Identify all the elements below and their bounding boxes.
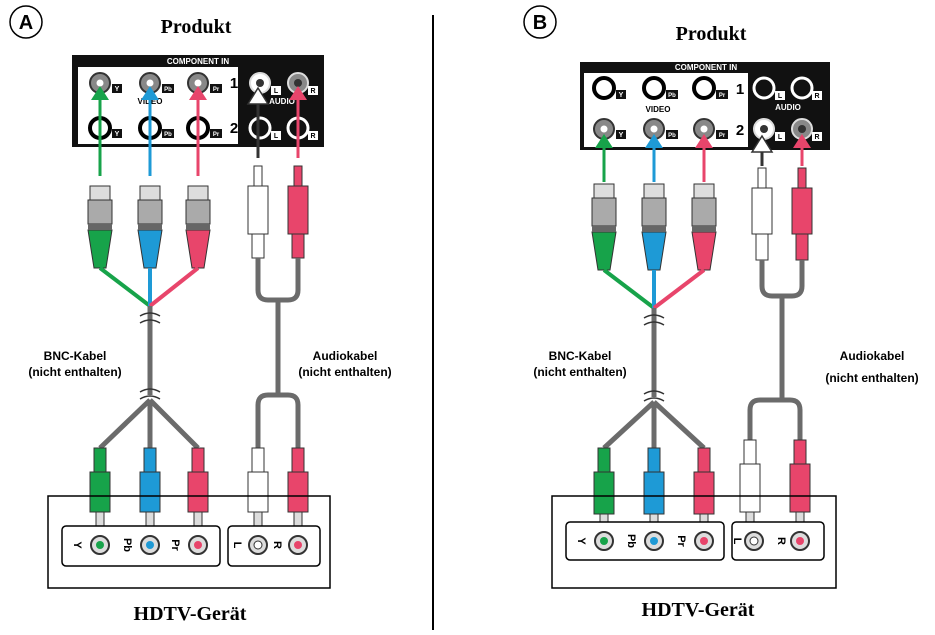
device-port-label: L (731, 538, 743, 545)
product-title: Produkt (676, 23, 747, 45)
bnc-cable-label: BNC-Kabel (44, 349, 107, 363)
bnc-cable-sublabel: (nicht enthalten) (28, 365, 121, 379)
row1-number: 1 (230, 75, 238, 92)
device-port-label: Y (71, 541, 83, 549)
rca-plug-icon (247, 447, 269, 531)
device-port-label: Y (575, 537, 587, 545)
port-tag: Pr (213, 132, 220, 138)
port-tag: Y (115, 86, 120, 93)
bnc-plug-icon (185, 185, 211, 269)
port-tag: R (310, 133, 315, 140)
rca-plug-icon (791, 167, 813, 261)
port-tag: Y (619, 132, 624, 139)
port-tag: L (274, 133, 279, 140)
jack-icon (187, 72, 209, 94)
port-tag: Pr (719, 93, 726, 99)
arrow-up-icon (91, 86, 109, 176)
port-tag: Pr (213, 87, 220, 93)
rca-plug-icon (789, 439, 811, 531)
component-header: COMPONENT IN (675, 63, 737, 72)
jack-icon (752, 76, 776, 100)
rca-plug-icon (187, 447, 209, 531)
row2-number: 2 (736, 122, 744, 139)
component-header: COMPONENT IN (167, 57, 229, 66)
hdtv-device (47, 495, 331, 589)
port-tag: R (814, 134, 819, 141)
port-tag: Pb (164, 132, 172, 138)
arrow-up-icon (793, 134, 811, 166)
device-port-label: R (775, 537, 787, 545)
audio-cable-label: Audiokabel (313, 349, 378, 363)
arrow-up-icon (595, 134, 613, 182)
port-tag: Pb (668, 133, 676, 139)
bnc-plug-icon (691, 183, 717, 271)
rca-plug-icon (593, 447, 615, 533)
device-title: HDTV-Gerät (642, 599, 755, 621)
port-tag: R (310, 88, 315, 95)
port-tag: R (814, 93, 819, 100)
hdtv-device (551, 495, 837, 589)
audio-label: AUDIO (269, 97, 295, 106)
port-tag: Pb (668, 93, 676, 99)
arrow-up-icon (645, 134, 663, 182)
port-tag: Y (115, 131, 120, 138)
audio-cable-sublabel: (nicht enthalten) (825, 371, 918, 385)
jack-icon (790, 76, 814, 100)
jack-icon (248, 116, 272, 140)
panel-a: A Produkt COMPONENT IN 1 2 VIDEO AUDIO Y… (9, 5, 392, 625)
port-tag: L (274, 88, 279, 95)
arrow-up-icon (246, 86, 270, 158)
video-label: VIDEO (646, 105, 671, 114)
jack-icon (692, 76, 716, 100)
panel-badge (523, 5, 557, 39)
arrow-up-icon (141, 86, 159, 176)
device-port-label: R (271, 541, 283, 549)
panel-b: B Produkt COMPONENT IN 1 2 VIDEO AUDIO Y… (523, 5, 919, 621)
port-tag: L (778, 134, 783, 141)
audio-cable-sublabel: (nicht enthalten) (298, 365, 391, 379)
panel-badge-label: A (19, 12, 33, 34)
port-tag: Y (619, 92, 624, 99)
jack-icon (643, 118, 665, 140)
rca-plug-icon (287, 165, 309, 259)
arrow-up-icon (695, 134, 713, 182)
device-port-label: Pb (625, 534, 637, 548)
bnc-plug-icon (87, 185, 113, 269)
arrow-up-icon (750, 134, 774, 166)
row2-number: 2 (230, 120, 238, 137)
device-port-label: Pb (121, 538, 133, 552)
rca-plug-icon (751, 167, 773, 261)
rca-plug-icon (139, 447, 161, 531)
audio-cable-label: Audiokabel (840, 349, 905, 363)
audio-label: AUDIO (775, 103, 801, 112)
row1-number: 1 (736, 81, 744, 98)
panel-badge-label: B (533, 12, 547, 34)
bnc-plug-icon (591, 183, 617, 271)
jack-icon (642, 76, 666, 100)
device-port-label: Pr (169, 539, 181, 551)
rca-plug-icon (287, 447, 309, 531)
panel-badge (9, 5, 43, 39)
device-title: HDTV-Gerät (134, 603, 247, 625)
rca-plug-icon (739, 439, 761, 531)
device-port-label: Pr (675, 535, 687, 547)
arrow-up-icon (289, 86, 307, 158)
port-tag: L (778, 93, 783, 100)
jack-icon (592, 76, 616, 100)
rca-plug-icon (247, 165, 269, 259)
rca-plug-icon (693, 447, 715, 533)
bnc-plug-icon (641, 183, 667, 271)
arrow-up-icon (189, 86, 207, 176)
rca-plug-icon (643, 447, 665, 533)
device-port-label: L (231, 542, 243, 549)
rca-plug-icon (89, 447, 111, 531)
bnc-cable-label: BNC-Kabel (549, 349, 612, 363)
product-title: Produkt (161, 16, 232, 38)
bnc-cable-sublabel: (nicht enthalten) (533, 365, 626, 379)
port-tag: Pr (719, 133, 726, 139)
port-tag: Pb (164, 87, 172, 93)
bnc-plug-icon (137, 185, 163, 269)
